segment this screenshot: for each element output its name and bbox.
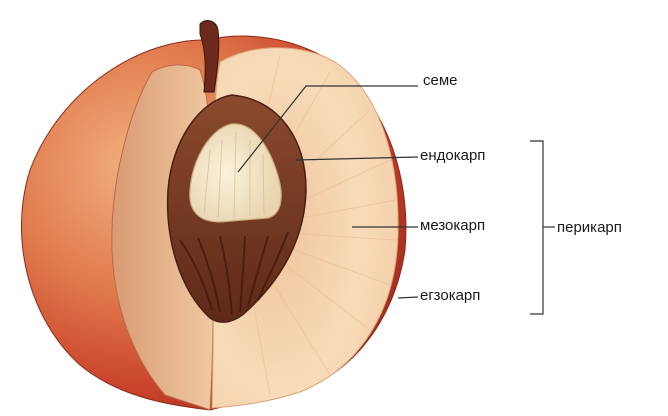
label-pericarp: перикарп xyxy=(557,220,622,235)
label-exocarp: егзокарп xyxy=(420,288,480,303)
pericarp-bracket xyxy=(530,141,555,314)
label-endocarp: ендокарп xyxy=(420,148,485,163)
label-seed: семе xyxy=(423,73,458,88)
leader-exocarp xyxy=(398,297,418,298)
label-mesocarp: мезокарп xyxy=(420,218,485,233)
